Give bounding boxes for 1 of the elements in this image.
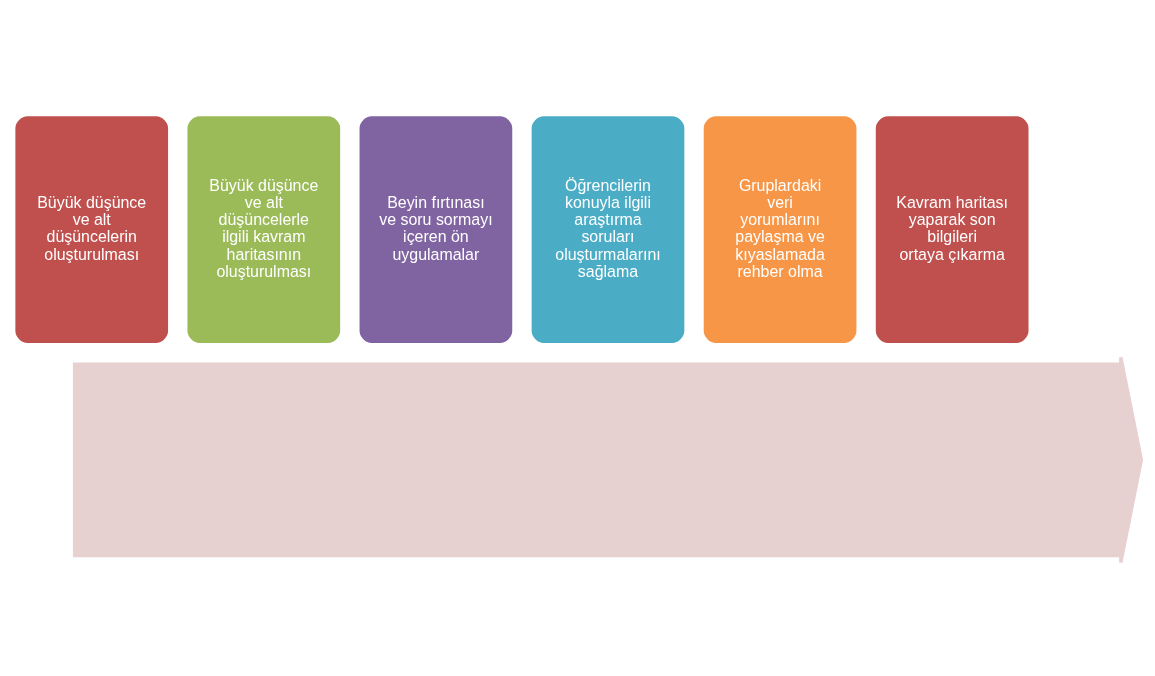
node-arrow xyxy=(72,355,1144,564)
